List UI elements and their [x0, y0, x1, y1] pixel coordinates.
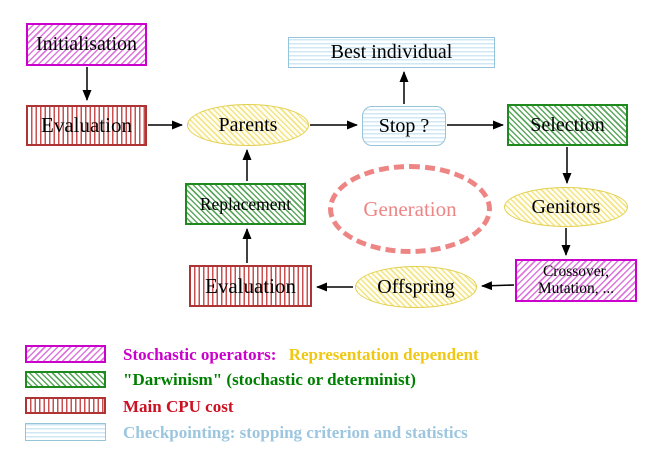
- node-evaluation-top: Evaluation: [26, 105, 147, 146]
- node-evaluation-bottom-label: Evaluation: [205, 273, 296, 298]
- legend-swatch-darwinism: [25, 371, 106, 388]
- legend-swatch-checkpoint: [25, 423, 106, 441]
- legend-swatch-cpu: [25, 397, 106, 414]
- node-stop: Stop ?: [362, 106, 446, 146]
- arrow-crossover-offspring: [481, 281, 515, 291]
- node-parents-label: Parents: [218, 113, 278, 136]
- node-evaluation-top-label: Evaluation: [41, 113, 132, 138]
- node-best-individual-label: Best individual: [330, 41, 453, 63]
- node-replacement-label: Replacement: [199, 193, 292, 214]
- node-genitors: Genitors: [504, 187, 628, 227]
- node-stop-label: Stop ?: [378, 114, 430, 137]
- node-initialisation: Initialisation: [26, 23, 147, 66]
- node-best-individual: Best individual: [288, 37, 495, 68]
- node-selection-label: Selection: [530, 113, 605, 136]
- legend-label-cpu: Main CPU cost: [123, 397, 234, 416]
- legend-stochastic-subtext: Representation dependent: [288, 345, 479, 364]
- generation-label: Generation: [363, 196, 457, 221]
- node-initialisation-label: Initialisation: [35, 33, 138, 55]
- legend-stochastic-text: Stochastic operators:: [123, 345, 277, 364]
- node-crossover-mutation: Crossover, Mutation, ...: [515, 259, 637, 302]
- node-parents: Parents: [187, 104, 309, 146]
- node-offspring: Offspring: [355, 266, 477, 308]
- node-evaluation-bottom: Evaluation: [189, 265, 312, 307]
- node-crossover-line1: Crossover,: [542, 263, 610, 281]
- generation-cycle-ellipse: Generation: [328, 164, 492, 254]
- node-offspring-label: Offspring: [377, 275, 455, 298]
- node-crossover-line2: Mutation, ...: [537, 279, 615, 297]
- legend-swatch-stochastic: [25, 345, 106, 363]
- node-replacement: Replacement: [185, 183, 306, 225]
- legend-label-stochastic: Stochastic operators: Representation dep…: [123, 345, 479, 365]
- legend-label-checkpoint: Checkpointing: stopping criterion and st…: [123, 423, 468, 442]
- node-selection: Selection: [507, 104, 628, 146]
- node-genitors-label: Genitors: [531, 195, 601, 218]
- legend-label-darwinism: "Darwinism" (stochastic or determinist): [123, 370, 416, 389]
